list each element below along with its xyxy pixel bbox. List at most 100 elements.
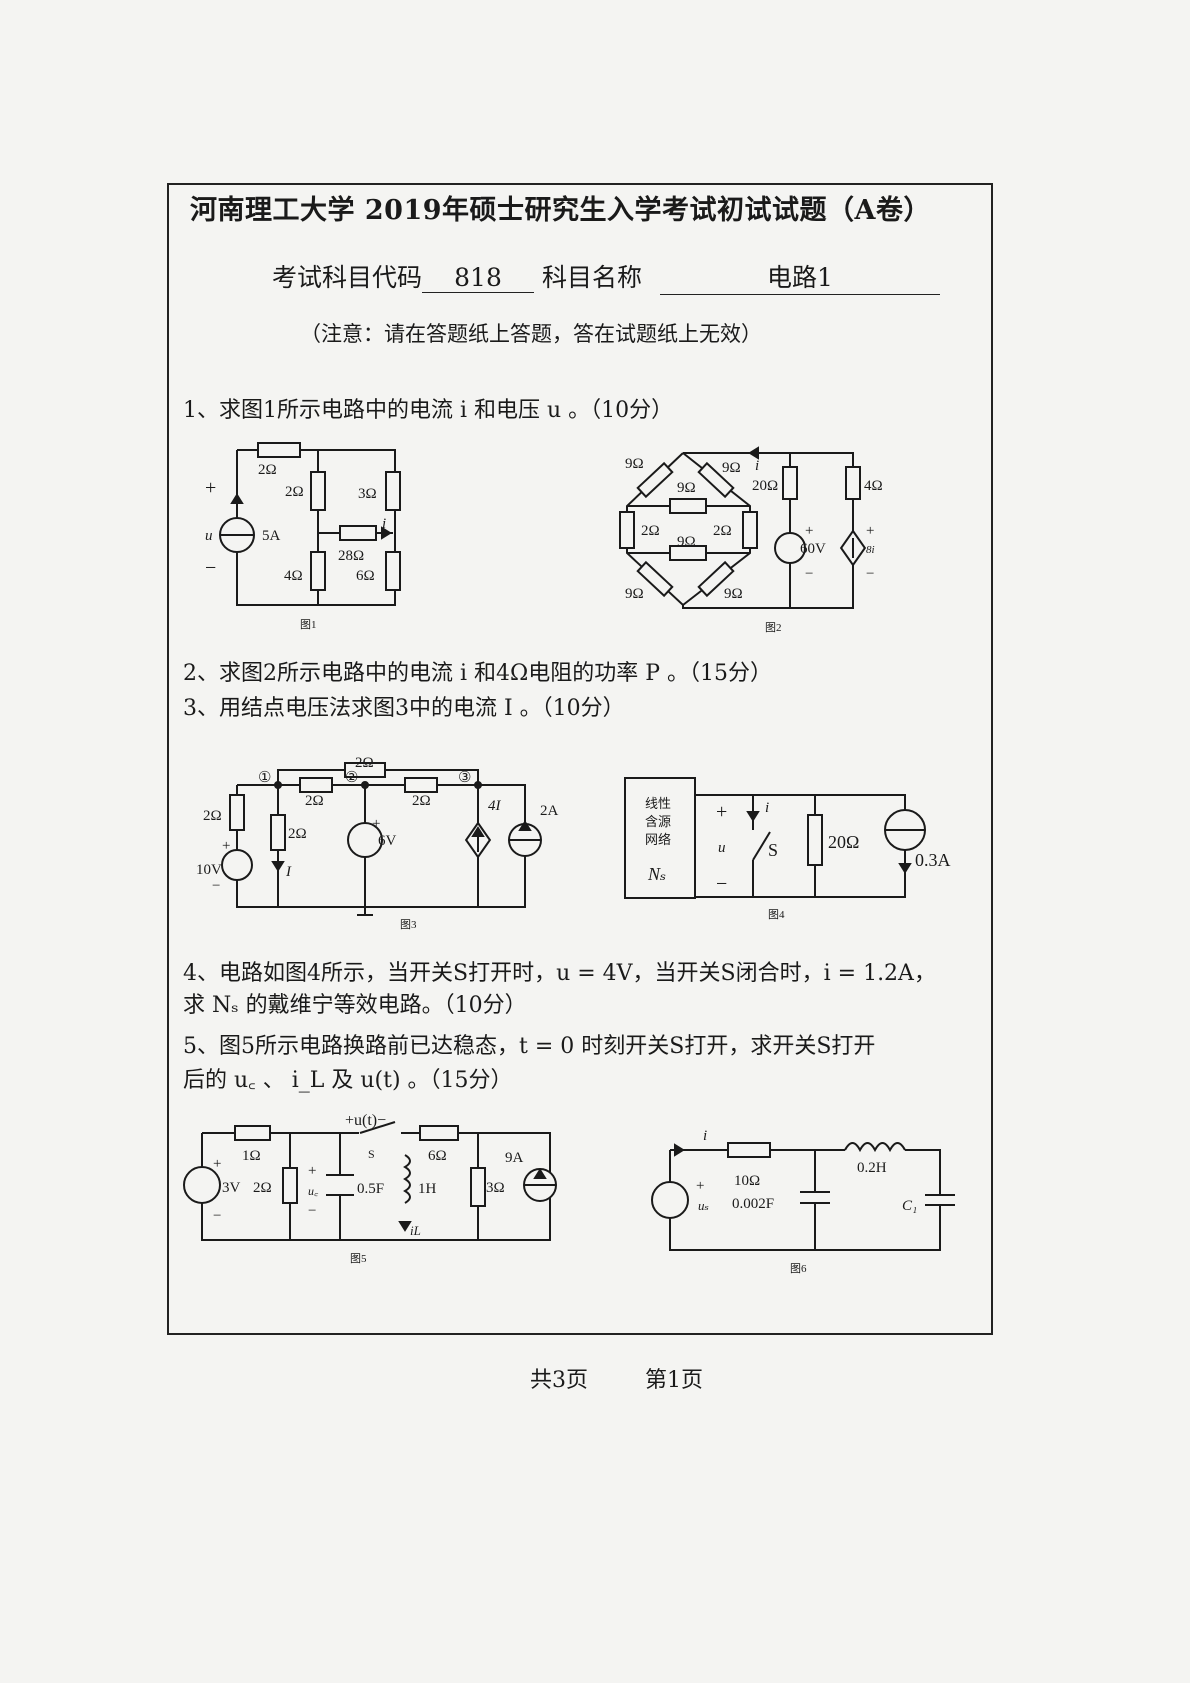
- fig3-label: 2A: [540, 803, 559, 819]
- fig2-label: 9Ω: [677, 534, 696, 550]
- wire: [669, 1150, 941, 1251]
- fig2-label: 2Ω: [713, 523, 732, 539]
- resistor: [669, 545, 707, 561]
- source-icon: [183, 1166, 221, 1204]
- fig5-label: iL: [410, 1223, 421, 1238]
- fig1-label: 2Ω: [258, 462, 277, 478]
- fig5-label: −: [308, 1203, 316, 1219]
- fig4-label: 0.3A: [915, 850, 951, 870]
- total-pages: 共3页: [530, 1368, 588, 1393]
- fig1-caption: 图1: [300, 618, 317, 631]
- arrow-icon: [674, 1143, 685, 1157]
- fig4-caption: 图4: [768, 908, 785, 921]
- fig3-label: I: [285, 864, 292, 880]
- fig2-label: +: [866, 523, 874, 539]
- fig1-label: 5A: [262, 528, 281, 544]
- exam-title: 河南理工大学 2019年硕士研究生入学考试初试试题（A卷）: [190, 195, 931, 226]
- arrow-icon: [381, 526, 392, 540]
- fig2-label: 9Ω: [625, 586, 644, 602]
- fig1-label: 3Ω: [358, 486, 377, 502]
- fig5-label: 6Ω: [428, 1148, 447, 1164]
- fig6-label: uₛ: [698, 1198, 709, 1213]
- fig2-label: 9Ω: [722, 460, 741, 476]
- fig3-label: 2Ω: [355, 755, 374, 771]
- resistor: [229, 794, 245, 831]
- inductor: [844, 1142, 906, 1153]
- question-5-line1: 5、图5所示电路换路前已达稳态，t = 0 时刻开关S打开，求开关S打开: [183, 1034, 876, 1059]
- fig2-label: i: [755, 458, 759, 474]
- fig2-label: 20Ω: [752, 478, 778, 494]
- fig3-label: 10V: [196, 862, 222, 878]
- fig5-label: 3Ω: [486, 1180, 505, 1196]
- resistor: [470, 1167, 486, 1207]
- fig5-label: 1Ω: [242, 1148, 261, 1164]
- fig6-label: 10Ω: [734, 1173, 760, 1189]
- question-4-line1: 4、电路如图4所示，当开关S打开时，u = 4V，当开关S闭合时，i = 1.2…: [183, 961, 936, 986]
- wire: [905, 1149, 941, 1195]
- fig6-label: 0.002F: [732, 1196, 774, 1212]
- arrow-icon: [746, 811, 760, 822]
- wire: [695, 794, 906, 810]
- arrow-icon: [533, 1168, 547, 1179]
- fig4-label: 20Ω: [828, 832, 859, 852]
- arrow-icon: [518, 820, 532, 831]
- resistor: [344, 762, 386, 778]
- source-icon: [774, 532, 806, 564]
- arrow-icon: [398, 1221, 412, 1232]
- resistor: [385, 471, 401, 511]
- resistor: [807, 814, 823, 866]
- arrow-icon: [898, 863, 912, 874]
- fig3-label: ②: [345, 770, 358, 786]
- fig3-label: ①: [258, 770, 271, 786]
- fig2-label: 9Ω: [677, 480, 696, 496]
- subject-name-label: 科目名称: [541, 263, 642, 292]
- fig4-label: 含源: [645, 814, 671, 829]
- resistor: [636, 560, 674, 598]
- resistor: [697, 560, 735, 598]
- fig1-label: 4Ω: [284, 568, 303, 584]
- arrow-icon: [748, 446, 759, 460]
- fig2-label: 2Ω: [641, 523, 660, 539]
- fig3-label: 2Ω: [203, 808, 222, 824]
- fig1-label: +: [205, 477, 216, 499]
- fig6-label: C₁: [902, 1198, 917, 1214]
- subject-name: 电路1: [659, 258, 940, 295]
- fig5-label: +u(t)−: [345, 1112, 386, 1129]
- question-5-line2: 后的 u꜀ 、 i_L 及 u(t) 。（15分）: [183, 1068, 513, 1093]
- resistor: [299, 777, 333, 793]
- node-dot: [274, 781, 282, 789]
- fig6-label: i: [703, 1128, 707, 1144]
- resistor: [339, 525, 377, 541]
- resistor: [310, 471, 326, 511]
- wire: [236, 449, 396, 606]
- question-4-line2: 求 Nₛ 的戴维宁等效电路。（10分）: [183, 993, 527, 1018]
- question-1: 1、求图1所示电路中的电流 i 和电压 u 。（10分）: [183, 398, 674, 423]
- fig2-label: −: [805, 566, 813, 582]
- resistor: [270, 814, 286, 851]
- fig4-label: S: [768, 840, 778, 860]
- resistor: [310, 551, 326, 591]
- fig3-label: −: [212, 878, 220, 894]
- resistor: [669, 498, 707, 514]
- page-frame: [167, 183, 993, 1335]
- subject-code-label: 考试科目代码: [272, 263, 423, 292]
- fig4-label: 网络: [645, 832, 671, 847]
- resistor: [234, 1125, 271, 1141]
- resistor: [385, 551, 401, 591]
- fig4-label: 线性: [645, 796, 671, 811]
- fig4-label: Nₛ: [647, 864, 666, 884]
- fig5-label: 1H: [418, 1181, 437, 1197]
- fig1-label: u: [205, 528, 213, 544]
- inductor: [403, 1154, 411, 1204]
- source-icon: [347, 822, 383, 858]
- fig5-label: 9A: [505, 1150, 524, 1166]
- fig5-label: 0.5F: [357, 1181, 384, 1197]
- fig5-label: +: [308, 1163, 316, 1179]
- exam-note: （注意：请在答题纸上答题，答在试题纸上无效）: [300, 322, 762, 346]
- fig2-label: 9Ω: [724, 586, 743, 602]
- fig2-caption: 图2: [765, 621, 782, 634]
- resistor: [845, 466, 861, 500]
- fig2-label: 4Ω: [864, 478, 883, 494]
